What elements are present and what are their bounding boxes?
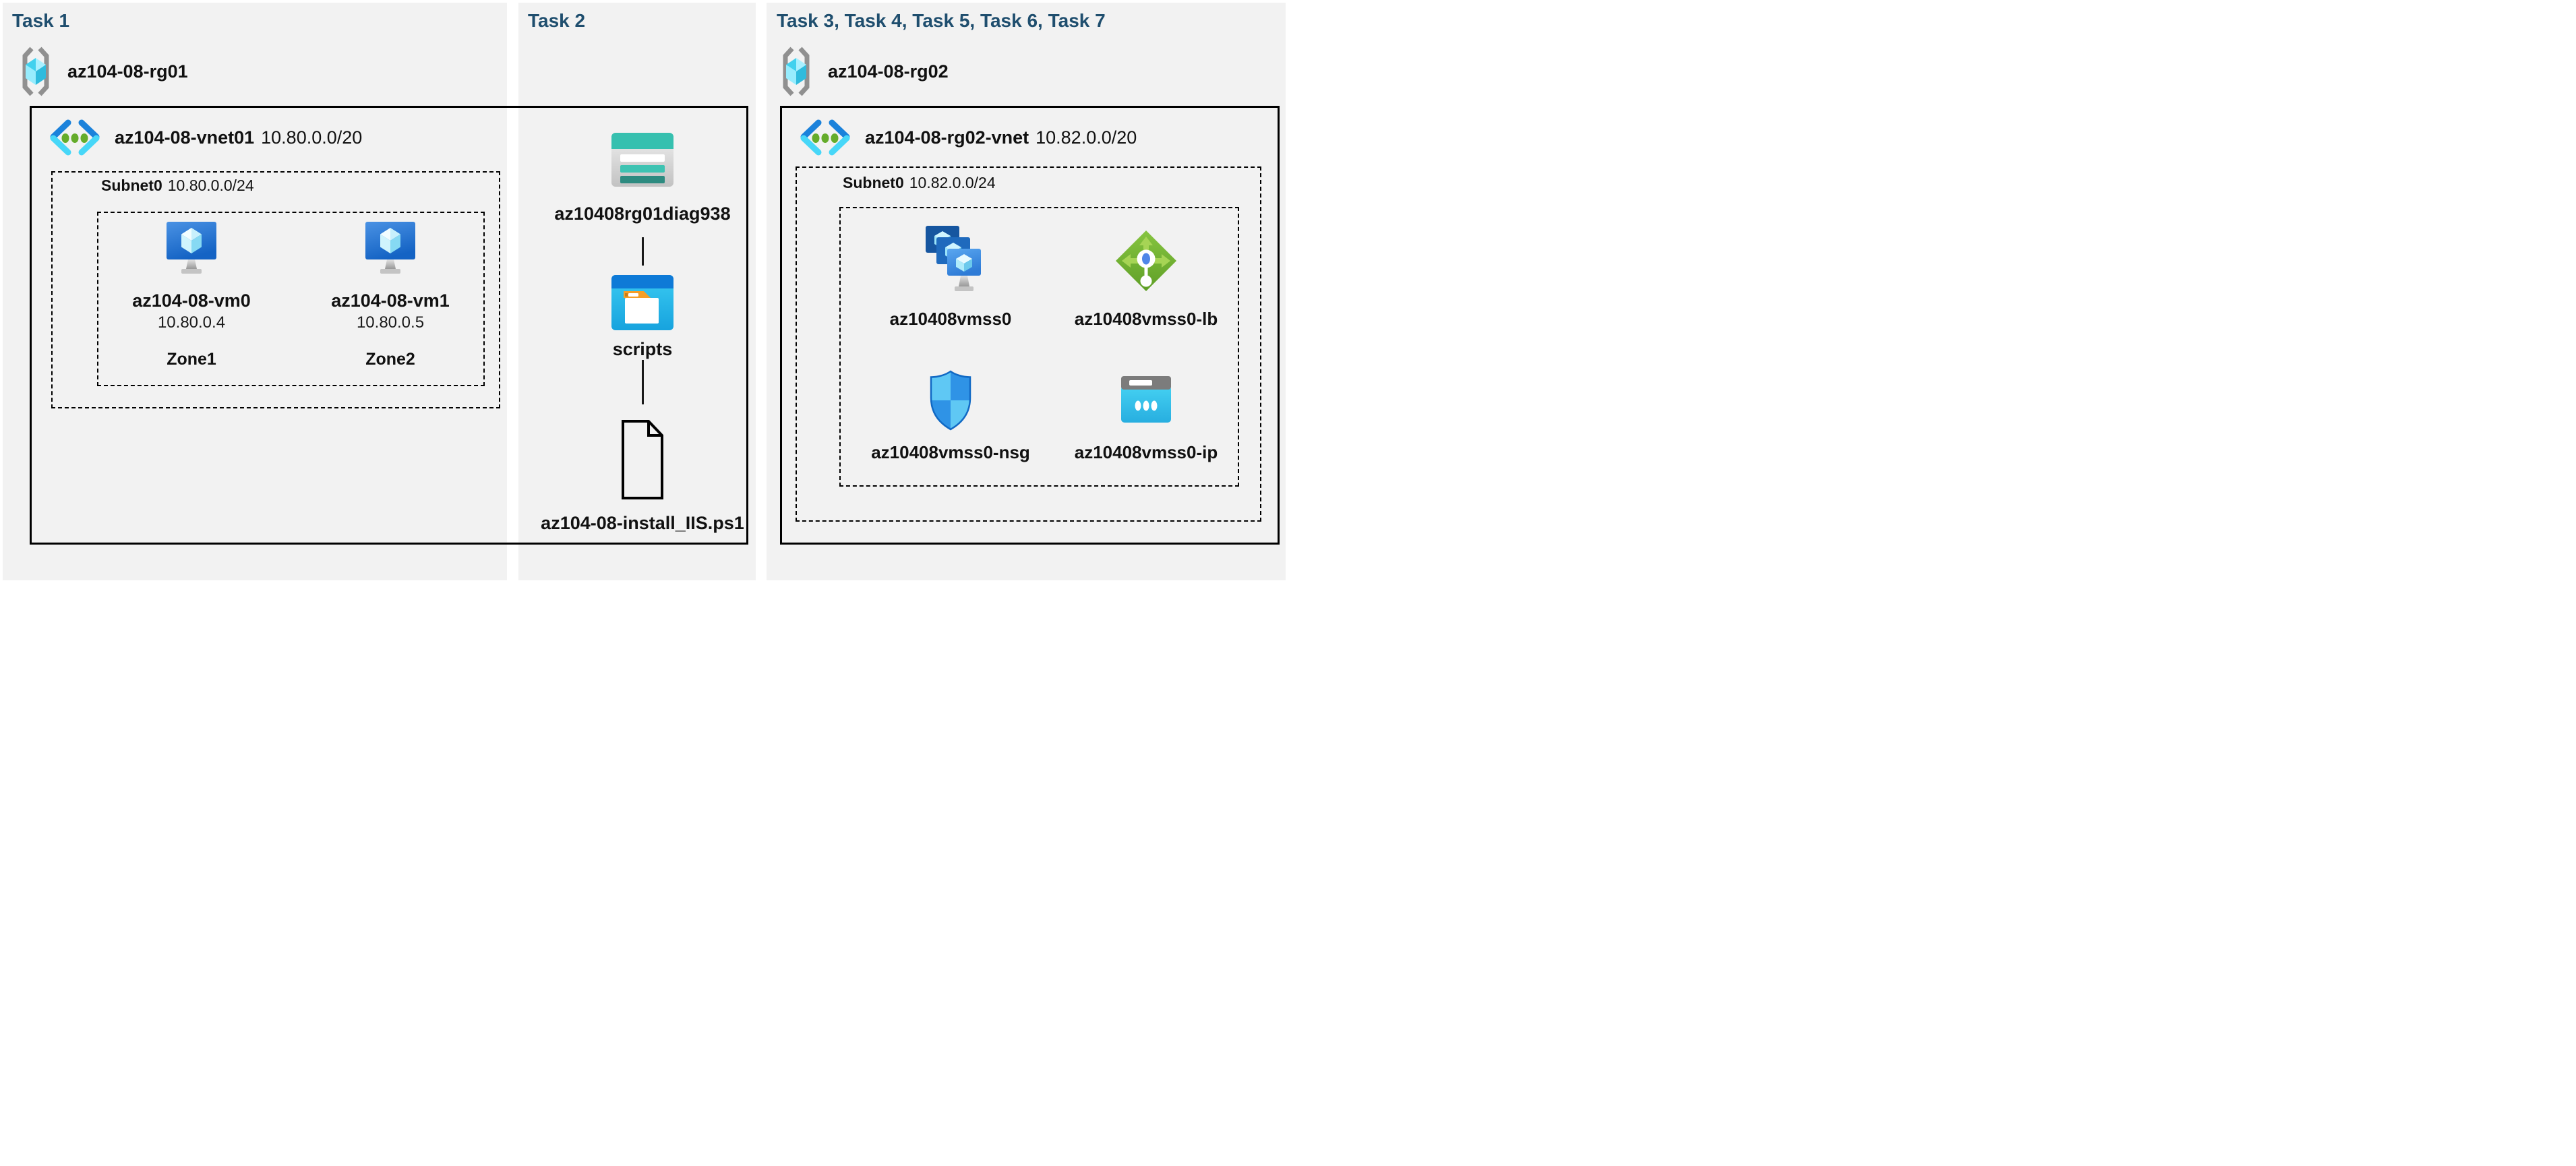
subnet-name: Subnet0 [843,174,904,191]
subnet0-box-rg02 [796,166,1261,522]
icon-box [856,368,1045,433]
subnet-name: Subnet0 [101,177,162,194]
file-icon [622,420,663,499]
load-balancer-icon [1116,231,1176,291]
subnet-cidr: 10.80.0.0/24 [167,177,254,194]
container-name: scripts [612,339,673,359]
public-ip-entry: az10408vmss0-ip [1052,368,1240,463]
resource-group-icon [783,47,810,96]
vm-zone: Zone1 [167,349,216,369]
storage-account-entry: az10408rg01diag938 [541,133,744,224]
public-ip-icon [1121,376,1171,423]
connector-scripts-file [642,360,644,404]
vmss-resources-box [839,207,1239,487]
blob-container-icon [611,275,673,330]
script-file-name: az104-08-install_IIS.ps1 [541,513,744,533]
vnet-az104-08-rg02-vnet: az104-08-rg02-vnet 10.82.0.0/20 [799,119,1137,156]
vmss-entry: az10408vmss0 [856,222,1045,330]
vm-ip: 10.80.0.5 [356,313,425,332]
vmss-name: az10408vmss0 [889,309,1012,329]
vnet-label: az104-08-rg02-vnet 10.82.0.0/20 [865,127,1137,148]
rg02-boundary-box [780,106,1280,545]
vnet-name: az104-08-rg02-vnet [865,127,1029,148]
panel-task3-7 [767,3,1286,580]
vnet-name: az104-08-vnet01 [115,127,255,148]
resource-group-name: az104-08-rg01 [67,61,188,82]
icon-box [1052,368,1240,433]
task2-title: Task 2 [528,10,586,31]
virtual-machine-icon [167,222,216,274]
script-file-entry: az104-08-install_IIS.ps1 [522,419,762,534]
vm-entry-az104-08-vm1: az104-08-vm1 10.80.0.5 Zone2 [315,222,466,369]
rg01-boundary-box [30,106,748,545]
task3-7-title: Task 3, Task 4, Task 5, Task 6, Task 7 [777,10,1106,31]
resource-group-name: az104-08-rg02 [828,61,949,82]
resource-group-rg02: az104-08-rg02 [781,46,949,97]
vm-zone-box [97,212,485,386]
subnet0-label-rg01: Subnet0 10.80.0.0/24 [101,178,254,193]
load-balancer-entry: az10408vmss0-lb [1052,222,1240,330]
resource-group-icon [22,47,49,96]
virtual-machine-icon [365,222,415,274]
storage-account-name: az10408rg01diag938 [554,204,731,224]
vm-name: az104-08-vm1 [331,290,450,311]
vnet-cidr: 10.80.0.0/20 [261,127,363,148]
public-ip-name: az10408vmss0-ip [1074,442,1218,462]
vm-scale-set-icon [926,226,981,291]
blob-container-entry: scripts [541,275,744,360]
task1-title: Task 1 [12,10,70,31]
vm-entry-az104-08-vm0: az104-08-vm0 10.80.0.4 Zone1 [116,222,267,369]
subnet0-box-rg01 [51,171,500,408]
nsg-name: az10408vmss0-nsg [871,442,1030,462]
storage-account-icon [611,133,673,187]
network-security-group-icon [930,370,971,431]
vm-ip: 10.80.0.4 [157,313,226,332]
diagram-canvas: Task 1 Task 2 Task 3, Task 4, Task 5, Ta… [0,0,1288,583]
vm-zone: Zone2 [365,349,415,369]
connector-storage-scripts [642,237,644,266]
vnet-az104-08-vnet01: az104-08-vnet01 10.80.0.0/20 [49,119,362,156]
load-balancer-name: az10408vmss0-lb [1074,309,1218,329]
icon-box [856,222,1045,299]
virtual-network-icon [800,119,850,156]
subnet-cidr: 10.82.0.0/24 [909,174,996,191]
panel-task1 [3,3,507,580]
resource-group-rg01: az104-08-rg01 [20,46,188,97]
vnet-cidr: 10.82.0.0/20 [1036,127,1137,148]
vm-name: az104-08-vm0 [132,290,251,311]
virtual-network-icon [50,119,100,156]
vnet-label: az104-08-vnet01 10.80.0.0/20 [115,127,362,148]
subnet0-label-rg02: Subnet0 10.82.0.0/24 [843,175,996,191]
icon-box [1052,222,1240,299]
nsg-entry: az10408vmss0-nsg [856,368,1045,463]
